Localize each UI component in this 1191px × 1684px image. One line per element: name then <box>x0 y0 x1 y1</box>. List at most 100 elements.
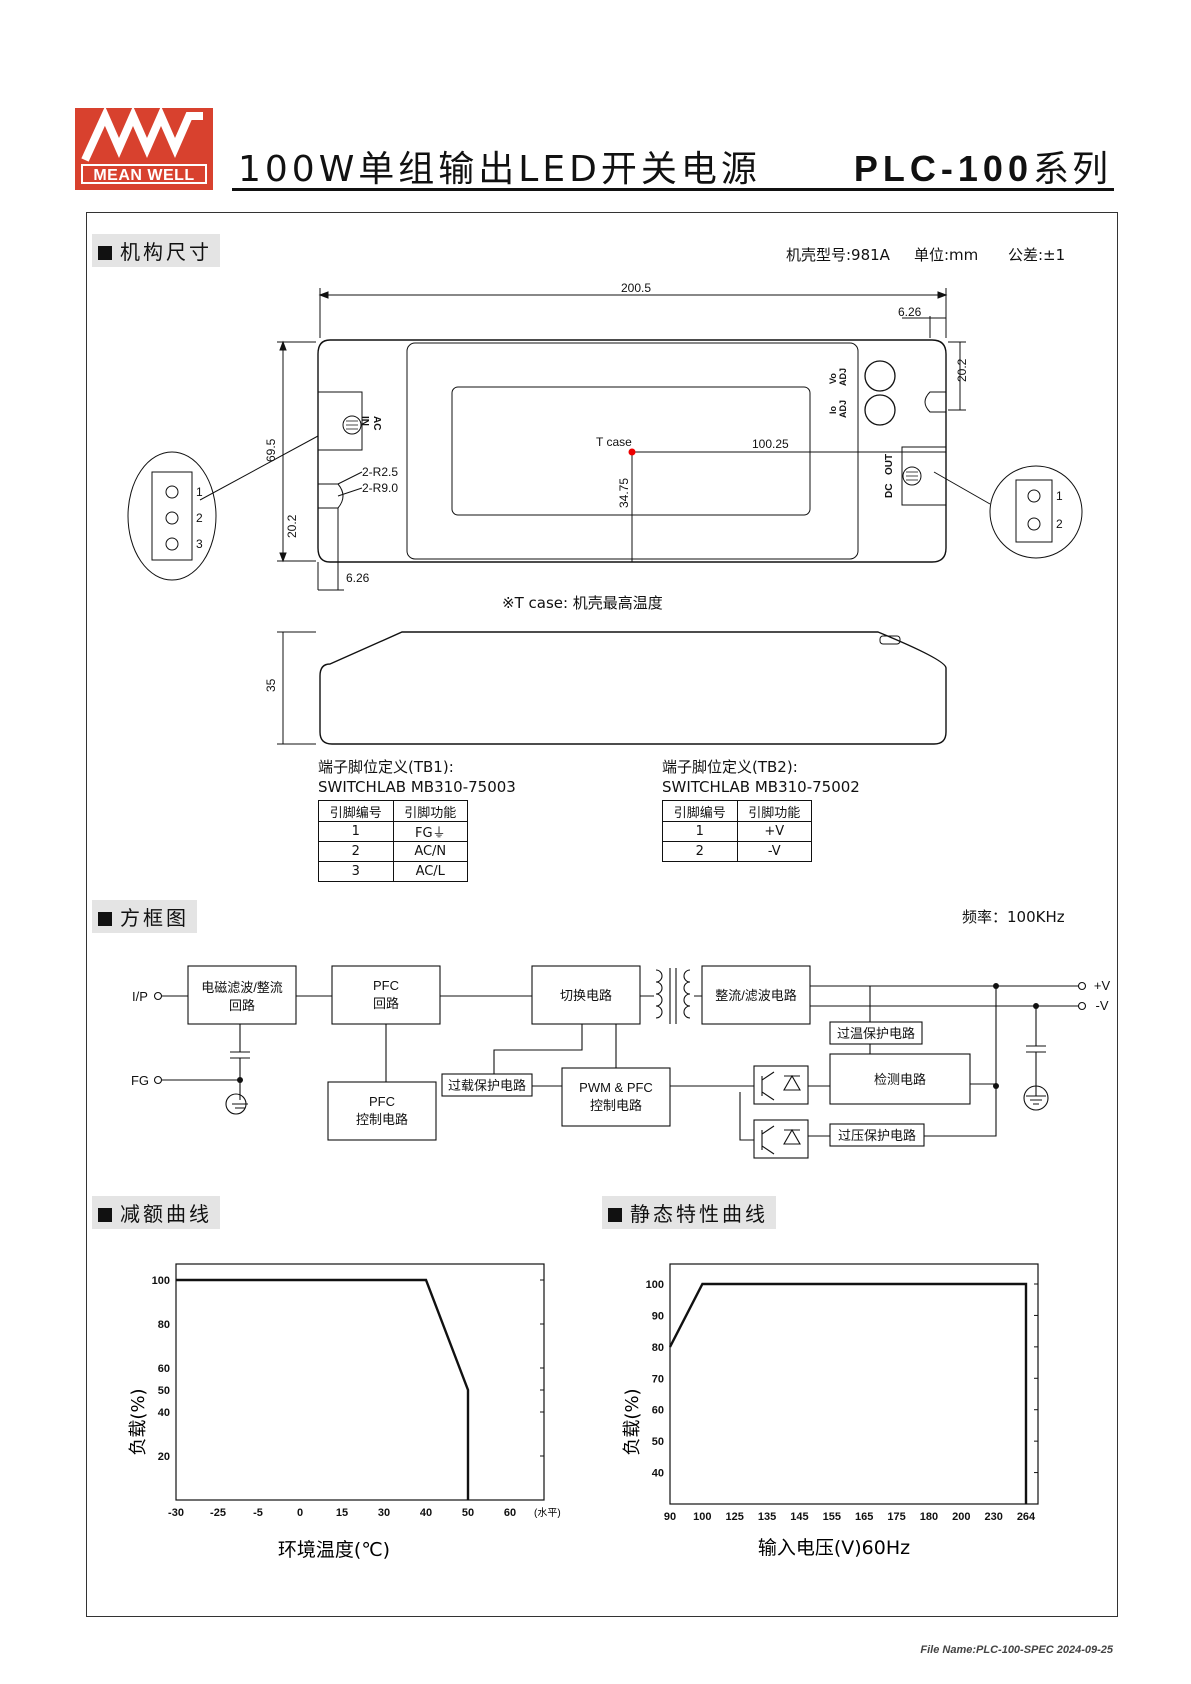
dim-height: 35 <box>264 678 278 692</box>
static-ytick: 80 <box>652 1342 664 1354</box>
static-xtick: 100 <box>693 1511 711 1523</box>
mean-well-logo: MEAN WELL <box>75 108 213 190</box>
acin-label-2: IN <box>359 416 370 426</box>
switch-label: 切换电路 <box>560 988 612 1003</box>
static-xtick: 125 <box>726 1511 744 1523</box>
pfcc-label-2: 控制电路 <box>356 1112 408 1127</box>
derating-ytick: 20 <box>158 1451 170 1463</box>
static-ytick: 90 <box>652 1310 664 1322</box>
static-xtick: 90 <box>664 1511 676 1523</box>
tb2-pin-2: 2 <box>1056 517 1063 531</box>
static-xtick: 165 <box>855 1511 873 1523</box>
dcout-screw-icon <box>902 466 922 486</box>
otp-label: 过温保护电路 <box>837 1026 915 1041</box>
derating-ylabel: 负载(%) <box>128 1388 149 1455</box>
static-xtick: 264 <box>1017 1511 1036 1523</box>
vo-adj-pot <box>864 360 896 392</box>
tolerance-label: 公差:±1 <box>1008 246 1066 264</box>
static-series-line <box>668 1282 1028 1504</box>
case-outline-side <box>319 631 947 745</box>
section-static: 静态特性曲线 <box>602 1196 776 1229</box>
emi-box <box>187 965 297 1025</box>
dim-202-left: 20.2 <box>285 514 299 538</box>
pfcc-label-1: PFC <box>369 1094 395 1109</box>
pfc-label-2: 回路 <box>373 996 399 1011</box>
dim-r25: 2-R2.5 <box>362 465 398 479</box>
olp-box <box>441 1073 533 1097</box>
dcout-terminal <box>901 446 947 506</box>
derating-ytick: 80 <box>158 1319 170 1331</box>
mw-logo-icon <box>81 108 203 162</box>
section-block-diagram: 方框图 <box>92 900 197 933</box>
static-xtick: 180 <box>920 1511 938 1523</box>
section-mechanical: 机构尺寸 <box>92 234 220 267</box>
derating-ytick: 60 <box>158 1363 170 1375</box>
dcout-label-1: DC <box>884 484 895 498</box>
page-title: 100W单组输出LED开关电源 <box>238 149 761 190</box>
tb2-table: 引脚编号引脚功能 1+V 2-V <box>662 800 812 862</box>
derating-xtick: 60 <box>504 1507 516 1519</box>
derating-xtick: 30 <box>378 1507 390 1519</box>
derating-xtick: 50 <box>462 1507 474 1519</box>
static-xtick: 200 <box>952 1511 970 1523</box>
derating-xtick: 40 <box>420 1507 432 1519</box>
dim-202-right: 20.2 <box>955 358 969 382</box>
tb1-part: SWITCHLAB MB310-75003 <box>318 778 516 796</box>
otp-box <box>829 1021 923 1045</box>
optocoupler-1 <box>753 1065 809 1105</box>
frequency-label: 频率：100KHz <box>962 908 1065 926</box>
detect-box <box>829 1053 971 1105</box>
dim-r90: 2-R9.0 <box>362 481 398 495</box>
dim-626-bottom: 6.26 <box>346 571 370 585</box>
emi-label-2: 回路 <box>229 998 255 1013</box>
tb1-callout <box>127 451 217 581</box>
series-title: PLC-100系列 <box>854 140 1111 192</box>
static-ytick: 100 <box>646 1279 664 1291</box>
static-ytick: 50 <box>652 1436 664 1448</box>
ip-label: I/P <box>132 989 148 1004</box>
vo-label-2: ADJ <box>838 368 848 386</box>
pwm-label-1: PWM & PFC <box>579 1080 653 1095</box>
pfc-label-1: PFC <box>373 978 399 993</box>
footer-filename: File Name:PLC-100-SPEC 2024-09-25 <box>920 1644 1113 1656</box>
pfcc-box <box>327 1081 437 1141</box>
tb2-callout <box>989 465 1083 559</box>
static-ytick: 60 <box>652 1405 664 1417</box>
tb1-pin-1: 1 <box>196 485 203 499</box>
rect-box <box>701 965 811 1025</box>
series-model: PLC-100 <box>853 148 1033 189</box>
derating-ytick: 40 <box>158 1407 170 1419</box>
vminus-label: -V <box>1096 998 1109 1013</box>
io-adj-pot <box>864 394 896 426</box>
tb1-pin-2: 2 <box>196 511 203 525</box>
derating-ytick: 100 <box>152 1275 170 1287</box>
dim-10025: 100.25 <box>752 437 789 451</box>
static-xtick: 145 <box>790 1511 808 1523</box>
detect-label: 检测电路 <box>874 1072 926 1087</box>
dim-626-top: 6.26 <box>898 305 922 319</box>
static-xtick: 175 <box>887 1511 905 1523</box>
io-label-1: Io <box>828 405 838 414</box>
derating-xtick: -25 <box>210 1507 226 1519</box>
derating-series-line <box>176 1278 470 1500</box>
header-rule <box>232 188 1114 191</box>
static-xtick: 135 <box>758 1511 776 1523</box>
dim-695: 69.5 <box>264 438 278 462</box>
derating-xtick: -30 <box>168 1507 184 1519</box>
derating-xunit: (水平) <box>534 1507 561 1519</box>
derating-ytick: 50 <box>158 1385 170 1397</box>
static-xlabel: 输入电压(V)60Hz <box>758 1537 910 1559</box>
tb2-title: 端子脚位定义(TB2): <box>662 758 798 776</box>
switch-box <box>531 965 641 1025</box>
dcout-label-2: OUT <box>884 454 895 475</box>
emi-label-1: 电磁滤波/整流 <box>201 980 283 995</box>
optocoupler-2 <box>753 1119 809 1159</box>
fg-label: FG <box>131 1073 149 1088</box>
vplus-label: +V <box>1094 978 1111 993</box>
olp-label: 过载保护电路 <box>448 1078 526 1093</box>
tcase-label: T case <box>596 435 632 449</box>
tb2-pin-1: 1 <box>1056 489 1063 503</box>
derating-xtick: 15 <box>336 1507 348 1519</box>
io-label-2: ADJ <box>838 400 848 418</box>
